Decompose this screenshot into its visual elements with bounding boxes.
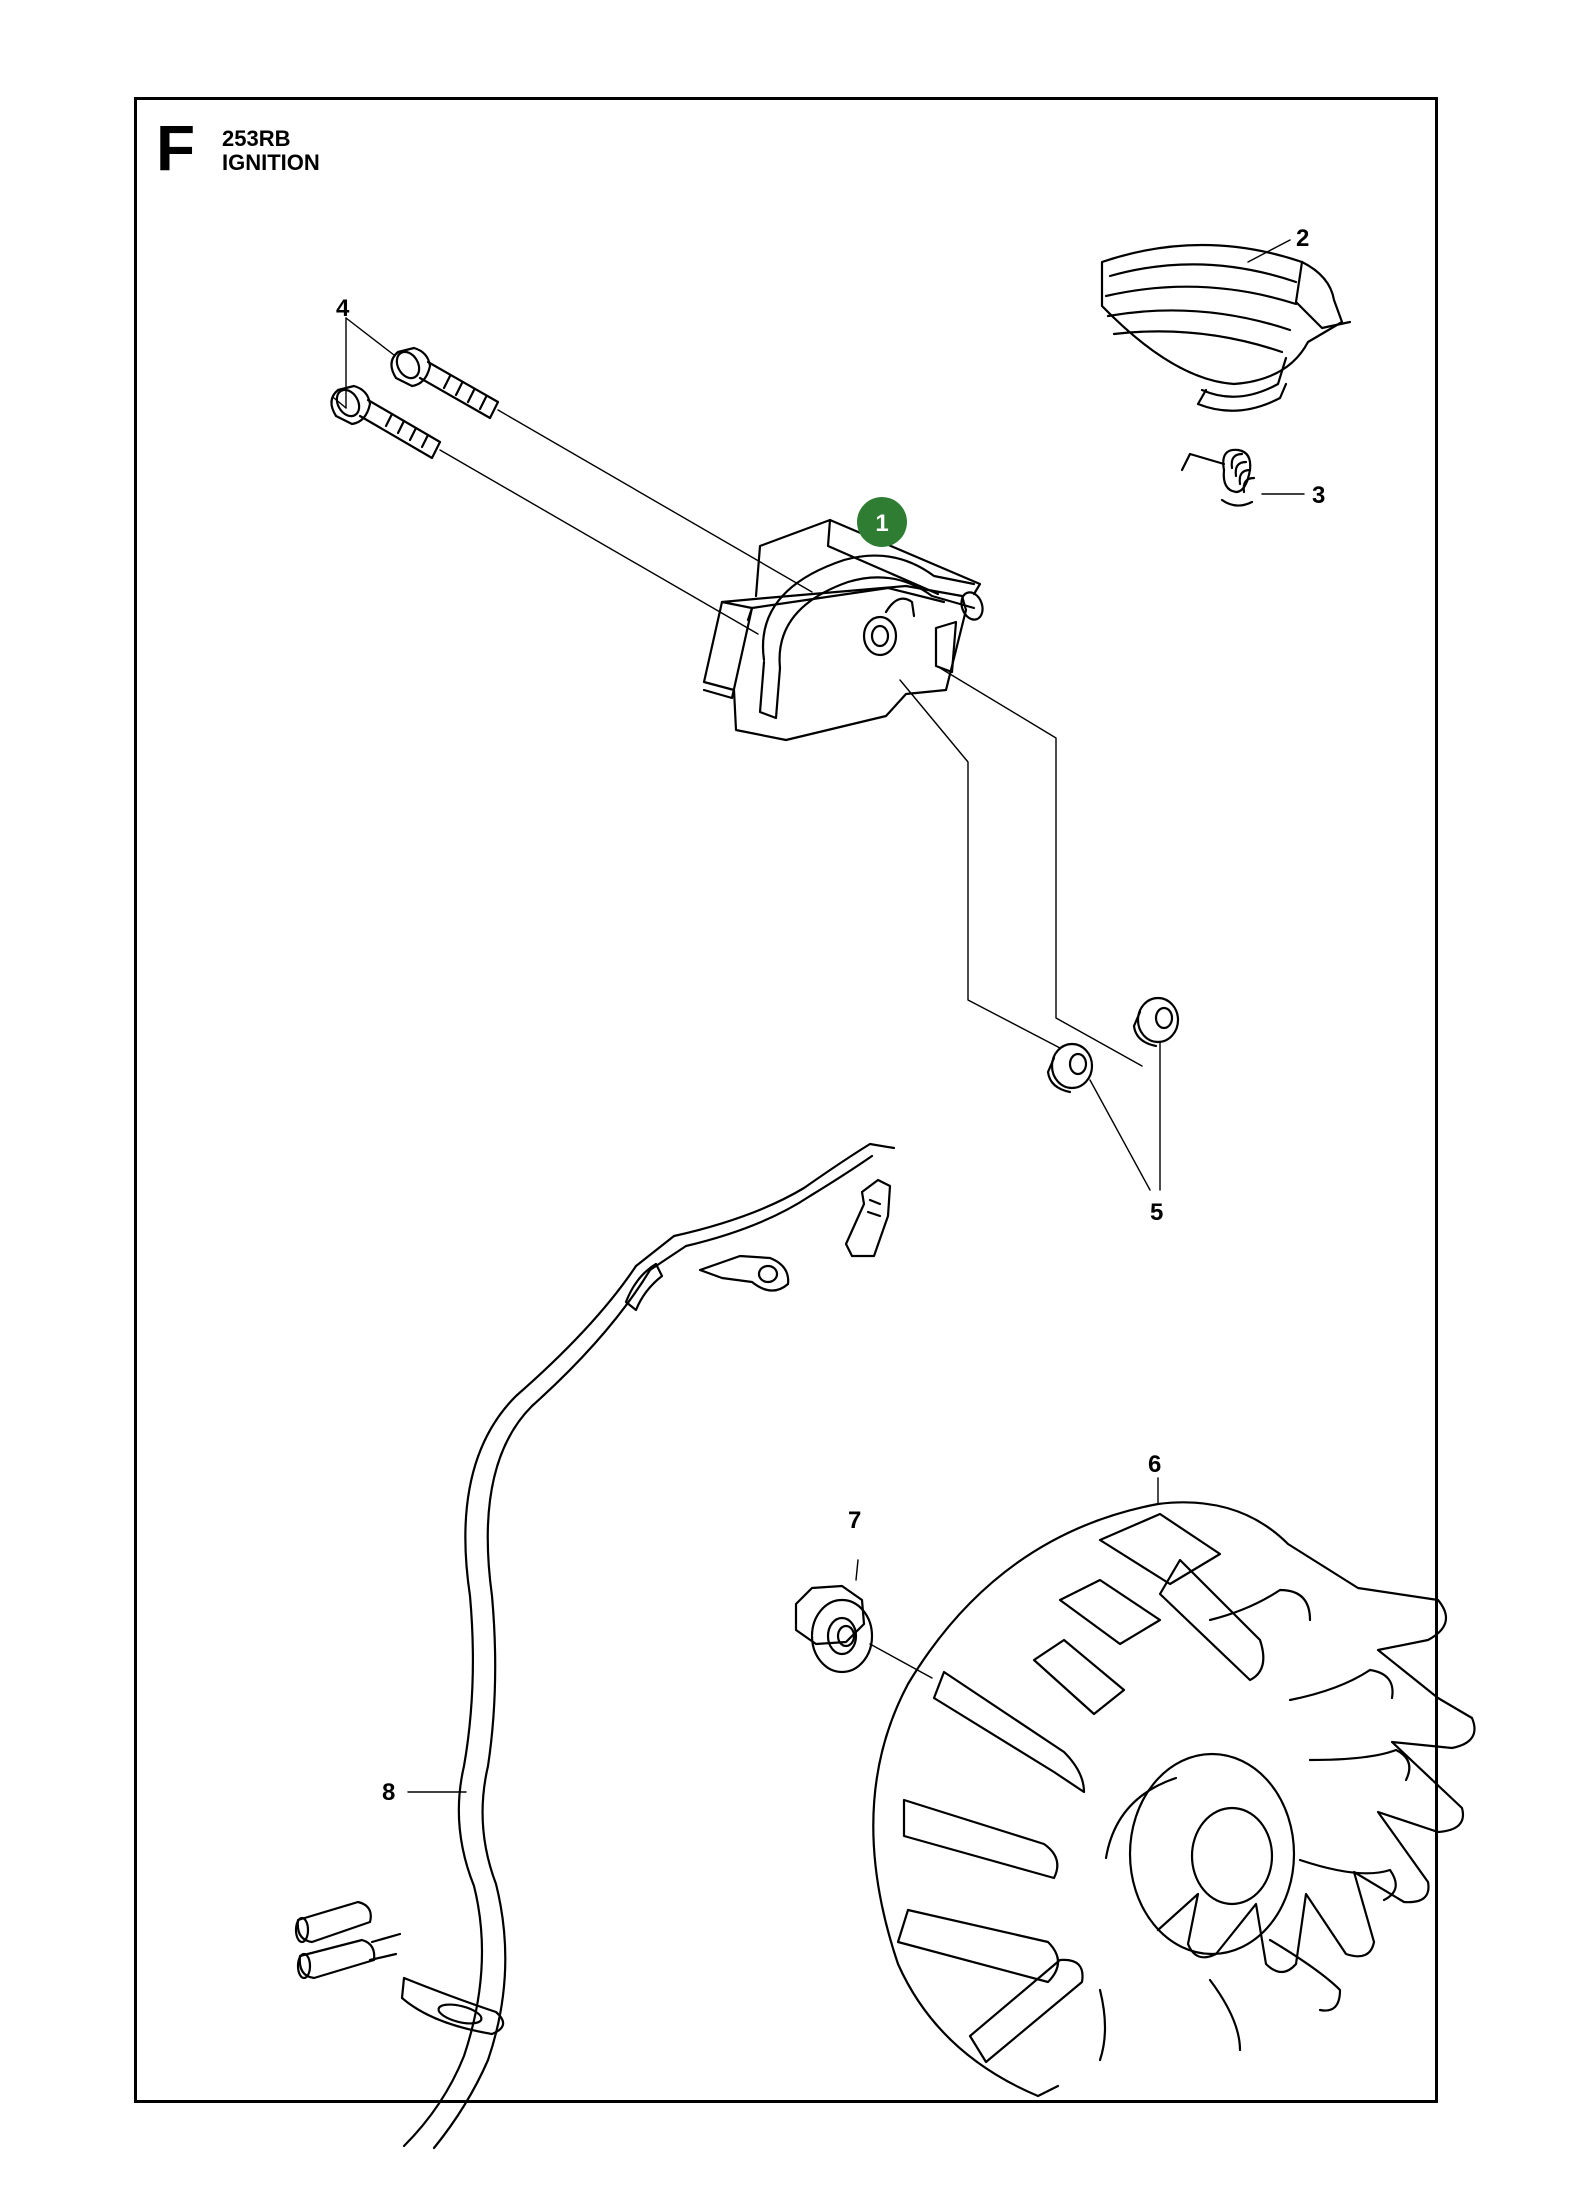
washer-part-5-left[interactable] <box>1046 1042 1094 1094</box>
section-letter: F <box>156 112 196 184</box>
washer-part-5-right[interactable] <box>1132 996 1180 1048</box>
washer-callout-leaders <box>1089 1041 1161 1191</box>
diagram-frame <box>134 97 1438 2103</box>
callout-2[interactable]: 2 <box>1296 225 1309 252</box>
callout-4[interactable]: 4 <box>336 295 350 322</box>
callout-6[interactable]: 6 <box>1148 1451 1161 1478</box>
callout-3[interactable]: 3 <box>1312 482 1325 509</box>
ignition-module-part-1[interactable] <box>702 518 986 742</box>
callout-1[interactable]: 1 <box>875 510 888 537</box>
spring-part-3[interactable] <box>1180 448 1256 507</box>
flywheel-part-6[interactable] <box>872 1501 1476 2098</box>
callout-8[interactable]: 8 <box>382 1779 395 1806</box>
screw-part-4-lower[interactable] <box>330 384 442 460</box>
flange-nut-part-7[interactable] <box>794 1584 874 1674</box>
callout-5[interactable]: 5 <box>1150 1199 1163 1226</box>
callout-7[interactable]: 7 <box>848 1507 861 1534</box>
wire-harness-part-8[interactable] <box>294 1142 896 2150</box>
cover-leader <box>1247 239 1291 263</box>
screw-leader-lines <box>333 317 813 635</box>
highlight-badge[interactable] <box>857 497 907 547</box>
model-label: 253RB <box>222 126 291 151</box>
washer-leader-lines <box>899 667 1143 1067</box>
screw-part-4-upper[interactable] <box>390 346 500 420</box>
nut-leader-lines <box>855 1559 933 1679</box>
cover-part-2[interactable] <box>1100 243 1352 412</box>
callout-labels: 1 2 3 4 5 6 7 8 <box>336 225 1325 1806</box>
diagram-title: IGNITION <box>222 150 320 175</box>
